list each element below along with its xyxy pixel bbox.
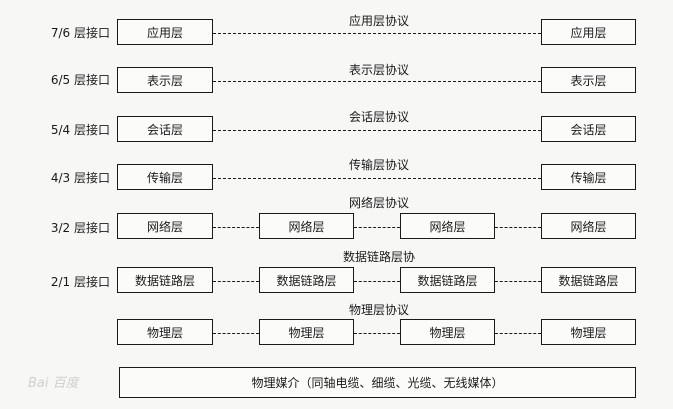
right-transport-layer: 传输层 [541,164,636,190]
datalink-link-line-1 [213,281,259,282]
interface-label-4-3: 4/3 层接口 [50,171,110,185]
physical-link-line-2 [354,333,400,334]
left-datalink-layer: 数据链路层 [117,267,213,293]
network-link-line-3 [495,227,541,228]
transport-protocol-line [213,178,541,179]
physical-medium-box: 物理媒介（同轴电缆、细缆、光缆、无线媒体） [119,367,636,398]
interface-label-2-1: 2/1 层接口 [50,275,110,289]
interface-label-7-6: 7/6 层接口 [50,26,110,40]
router-b-physical-layer: 物理层 [400,319,495,345]
transport-protocol-label: 传输层协议 [348,158,410,172]
network-protocol-label: 网络层协议 [348,196,410,210]
left-physical-layer: 物理层 [117,319,213,345]
physical-link-line-3 [495,333,541,334]
right-network-layer: 网络层 [541,213,636,239]
interface-label-5-4: 5/4 层接口 [50,123,110,137]
physical-protocol-label: 物理层协议 [348,303,410,317]
interface-label-6-5: 6/5 层接口 [50,73,110,87]
right-session-layer: 会话层 [541,116,636,142]
session-protocol-label: 会话层协议 [348,110,410,124]
physical-link-line-1 [213,333,259,334]
right-presentation-layer: 表示层 [541,67,636,93]
datalink-link-line-3 [495,281,541,282]
router-a-physical-layer: 物理层 [259,319,354,345]
application-protocol-label: 应用层协议 [348,14,410,28]
datalink-link-line-2 [354,281,400,282]
application-protocol-line [213,33,541,34]
left-presentation-layer: 表示层 [117,67,213,93]
datalink-protocol-label: 数据链路层协 [342,250,416,264]
network-link-line-2 [354,227,400,228]
right-datalink-layer: 数据链路层 [541,267,636,293]
presentation-protocol-line [213,81,541,82]
left-transport-layer: 传输层 [117,164,213,190]
left-session-layer: 会话层 [117,116,213,142]
right-application-layer: 应用层 [541,19,636,45]
watermark: Bai 百度 [28,376,79,391]
interface-label-3-2: 3/2 层接口 [50,221,110,235]
router-b-datalink-layer: 数据链路层 [400,267,495,293]
router-a-network-layer: 网络层 [259,213,354,239]
router-a-datalink-layer: 数据链路层 [259,267,354,293]
left-network-layer: 网络层 [117,213,213,239]
network-link-line-1 [213,227,259,228]
session-protocol-line [213,130,541,131]
left-application-layer: 应用层 [117,19,213,45]
presentation-protocol-label: 表示层协议 [348,63,410,77]
right-physical-layer: 物理层 [541,319,636,345]
router-b-network-layer: 网络层 [400,213,495,239]
